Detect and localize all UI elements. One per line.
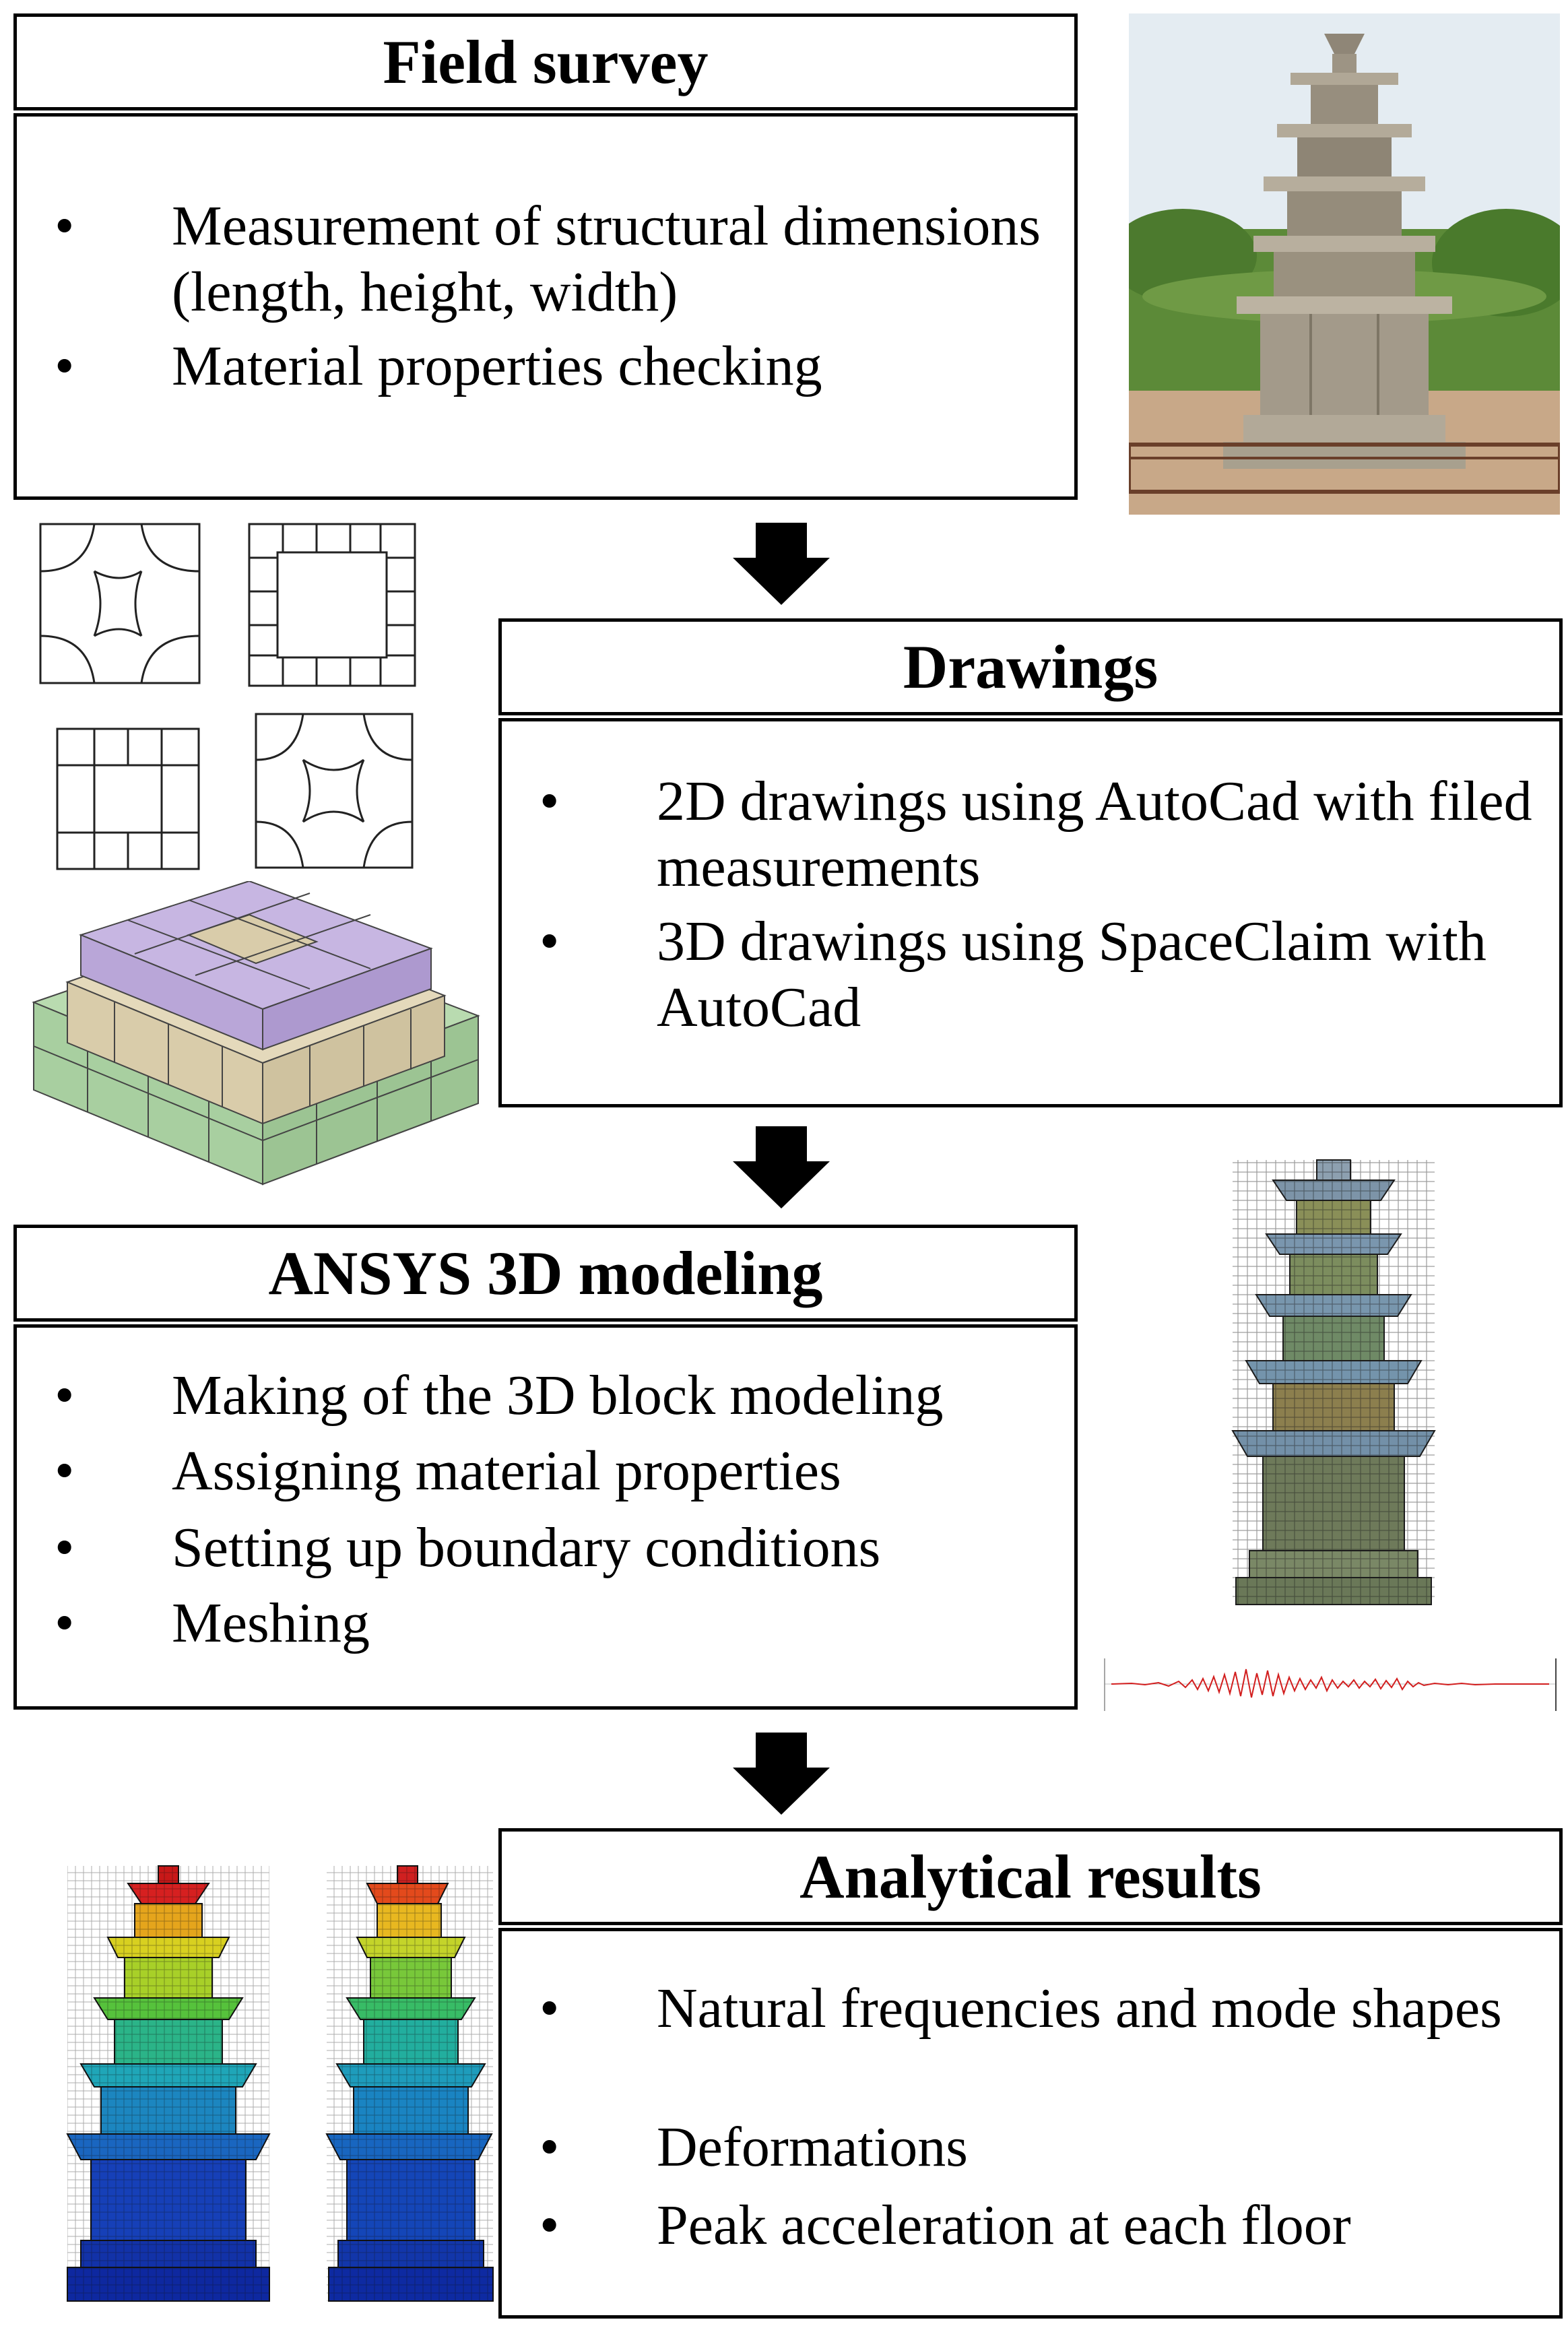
list-item-text: 3D drawings using SpaceClaim with AutoCa…: [657, 910, 1487, 1039]
bullet: •: [55, 1592, 75, 1654]
mode-shape-results: [66, 1865, 494, 2302]
bullet: •: [55, 195, 75, 257]
list-item-text: Natural frequencies and mode shapes: [657, 1977, 1502, 2040]
drawings-title: Drawings: [903, 633, 1158, 701]
bullet: •: [55, 1440, 75, 1502]
drawings-title-box: Drawings: [498, 618, 1563, 715]
ansys-title: ANSYS 3D modeling: [268, 1239, 823, 1307]
field-survey-body-box: • Measurement of structural dimensions (…: [13, 113, 1078, 500]
list-item-text: Deformations: [657, 2116, 968, 2178]
ansys-title-box: ANSYS 3D modeling: [13, 1225, 1078, 1322]
acceleration-trace: [1111, 1669, 1549, 1698]
ground-motion-record: [1104, 1658, 1557, 1711]
meshed-pagoda-model: [1231, 1159, 1436, 1605]
list-item-text: Material properties checking: [172, 335, 822, 397]
bullet: •: [540, 910, 560, 973]
bullet: •: [55, 1516, 75, 1579]
floor-plan-drawings: [39, 523, 416, 870]
down-arrow-icon: [733, 523, 830, 605]
list-item-text: Assigning material properties: [172, 1440, 841, 1502]
analytical-results-title: Analytical results: [799, 1842, 1262, 1911]
bullet: •: [55, 335, 75, 397]
analytical-results-body-box: • Natural frequencies and mode shapes • …: [498, 1928, 1563, 2319]
list-item-text: Meshing: [172, 1592, 370, 1654]
ansys-body-box: • Making of the 3D block modeling • Assi…: [13, 1324, 1078, 1710]
list-item-text: Setting up boundary conditions: [172, 1516, 881, 1579]
pagoda-photo: [1129, 13, 1560, 515]
field-survey-title-box: Field survey: [13, 13, 1078, 110]
list-item-text: Measurement of structural dimensions (le…: [172, 195, 1041, 323]
list-item-text: 2D drawings using AutoCad with filed mea…: [657, 770, 1532, 899]
field-survey-title: Field survey: [383, 28, 709, 96]
bullet: •: [55, 1364, 75, 1427]
down-arrow-icon: [733, 1733, 830, 1815]
bullet: •: [540, 770, 560, 833]
analytical-results-title-box: Analytical results: [498, 1828, 1563, 1925]
list-item-text: Making of the 3D block modeling: [172, 1364, 944, 1427]
3d-base-model: [32, 881, 480, 1186]
drawings-body-box: • 2D drawings using AutoCad with filed m…: [498, 718, 1563, 1107]
list-item-text: Peak acceleration at each floor: [657, 2194, 1351, 2257]
down-arrow-icon: [733, 1126, 830, 1208]
bullet: •: [540, 2116, 560, 2178]
bullet: •: [540, 2194, 560, 2257]
bullet: •: [540, 1977, 560, 2040]
